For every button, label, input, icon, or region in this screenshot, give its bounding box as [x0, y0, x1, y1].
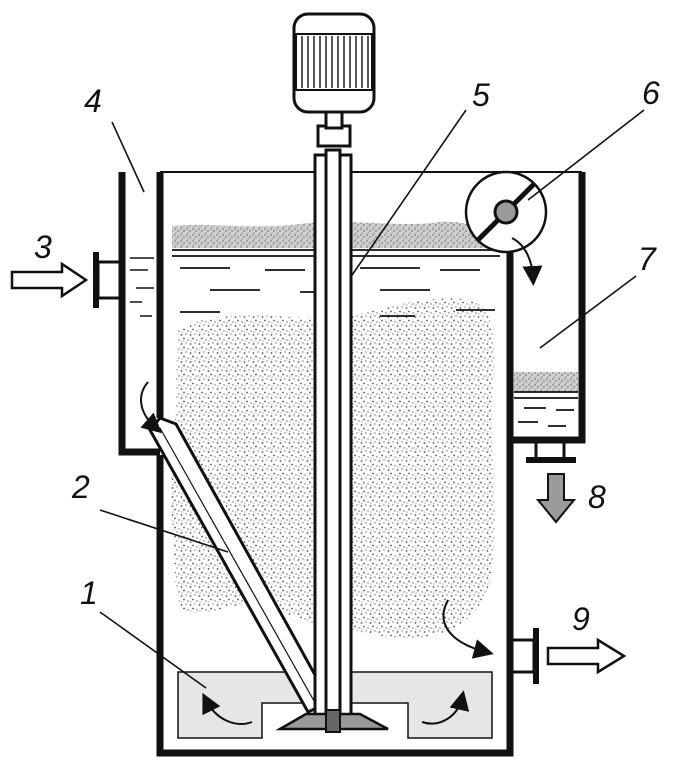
- tailings-outlet-nozzle: [510, 638, 536, 674]
- impeller-hub: [325, 709, 341, 733]
- pulp-level: [172, 249, 500, 317]
- paddle-rotation-arrow: [511, 237, 543, 286]
- leader-1: [99, 611, 207, 689]
- feed-box-wall: [118, 172, 160, 456]
- froth-paddle: [464, 170, 548, 254]
- leader-7: [539, 275, 637, 349]
- tailings-arrow: [546, 637, 627, 675]
- launder-liquid: [514, 391, 578, 427]
- tailings-flow-arrow: [442, 599, 494, 659]
- feed-inlet-nozzle: [96, 260, 122, 300]
- feed-box-liquid: [130, 257, 154, 317]
- circulation-arrow-right: [421, 690, 470, 725]
- bottom-circulation-zone: [177, 671, 493, 739]
- tank-wall: [156, 248, 514, 757]
- froth-launder: [512, 172, 586, 444]
- motor: [292, 12, 376, 114]
- feed-arrow: [10, 261, 89, 299]
- label-9: 9: [572, 601, 590, 637]
- label-3: 3: [34, 229, 52, 265]
- label-2: 2: [71, 469, 90, 505]
- feed-flow-arrow: [140, 381, 163, 434]
- label-1: 1: [80, 575, 98, 611]
- label-6: 6: [642, 75, 660, 111]
- concentrate-arrow: [535, 473, 577, 524]
- label-4: 4: [84, 83, 102, 119]
- shaft: [324, 148, 342, 722]
- leader-4: [111, 121, 145, 193]
- label-7: 7: [638, 241, 657, 277]
- coupling-neck: [324, 110, 344, 130]
- leader-6: [527, 109, 645, 201]
- launder-foam: [514, 372, 578, 392]
- leader-2: [99, 509, 229, 553]
- leader-5: [349, 109, 467, 279]
- feed-pipe-inner-line: [159, 427, 319, 709]
- label-8: 8: [588, 479, 606, 515]
- label-5: 5: [472, 77, 490, 113]
- circulation-arrow-left: [202, 692, 253, 725]
